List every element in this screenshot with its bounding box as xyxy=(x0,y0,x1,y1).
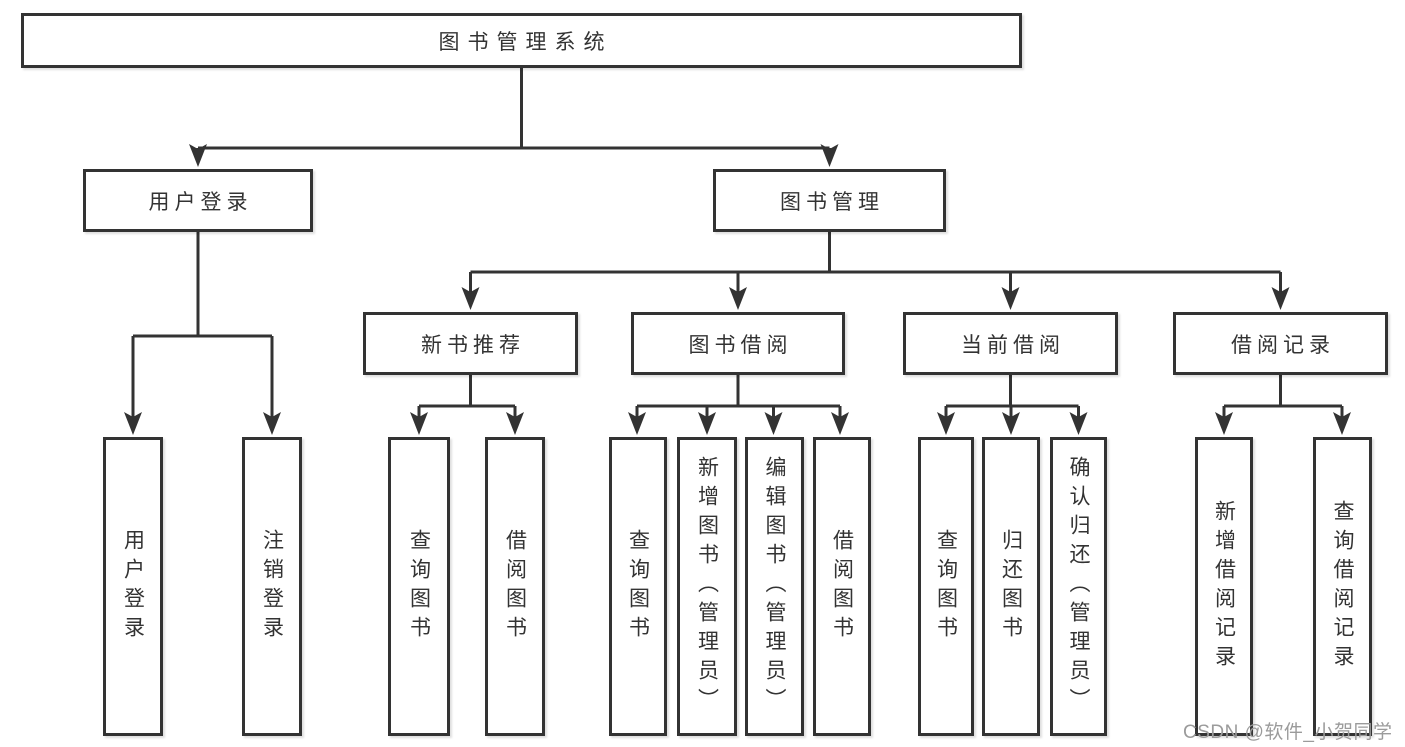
node-borrow-record: 借阅记录 xyxy=(1173,312,1388,375)
node-book-borrow: 图书借阅 xyxy=(631,312,845,375)
arrow-head-icon xyxy=(937,412,955,435)
leaf-borrow-borrow-book: 借阅图书 xyxy=(813,437,871,736)
leaf-label: 归还图书 xyxy=(999,528,1023,645)
arrow-head-icon xyxy=(628,412,646,435)
arrow-head-icon xyxy=(189,144,207,167)
arrow-head-icon xyxy=(263,412,281,435)
leaf-label: 编辑图书（管理员） xyxy=(763,456,786,717)
leaf-recommend-query-book: 查询图书 xyxy=(388,437,450,736)
arrow-head-icon xyxy=(1333,412,1351,435)
leaf-current-query-book: 查询图书 xyxy=(918,437,974,736)
arrow-head-icon xyxy=(124,412,142,435)
leaf-label: 注销登录 xyxy=(260,528,284,645)
leaf-borrow-add-book-admin: 新增图书（管理员） xyxy=(677,437,737,736)
arrow-head-icon xyxy=(1001,287,1020,310)
node-new-book-recommend: 新书推荐 xyxy=(363,312,578,375)
node-current-borrow: 当前借阅 xyxy=(903,312,1118,375)
csdn-watermark: CSDN @软件_小贺同学 xyxy=(1183,722,1393,743)
leaf-recommend-borrow-book: 借阅图书 xyxy=(485,437,545,736)
arrow-head-icon xyxy=(1215,412,1233,435)
leaf-record-query-borrow-record: 查询借阅记录 xyxy=(1313,437,1372,736)
leaf-label: 确认归还（管理员） xyxy=(1067,456,1090,717)
leaf-label: 新增图书（管理员） xyxy=(695,456,719,717)
arrow-head-icon xyxy=(764,412,783,435)
leaf-label: 查询图书 xyxy=(407,528,431,645)
arrow-head-icon xyxy=(1069,412,1088,435)
node-library-system: 图书管理系统 xyxy=(21,13,1022,68)
arrow-head-icon xyxy=(820,144,839,167)
leaf-current-return-book: 归还图书 xyxy=(982,437,1040,736)
leaf-label: 查询图书 xyxy=(934,528,958,645)
arrow-head-icon xyxy=(410,412,428,435)
arrow-head-icon xyxy=(831,412,849,435)
arrow-head-icon xyxy=(461,287,480,310)
leaf-label: 借阅图书 xyxy=(830,528,854,645)
arrow-head-icon xyxy=(698,412,716,435)
leaf-borrow-query-book: 查询图书 xyxy=(609,437,667,736)
leaf-current-confirm-return-admin: 确认归还（管理员） xyxy=(1050,437,1107,736)
leaf-label: 查询图书 xyxy=(626,528,650,645)
leaf-logout: 注销登录 xyxy=(242,437,302,736)
leaf-label: 新增借阅记录 xyxy=(1212,499,1236,674)
arrow-head-icon xyxy=(506,412,524,435)
node-book-management: 图书管理 xyxy=(713,169,946,232)
leaf-user-login: 用户登录 xyxy=(103,437,163,736)
node-user-login-branch: 用户登录 xyxy=(83,169,313,232)
leaf-label: 用户登录 xyxy=(121,528,145,645)
leaf-label: 查询借阅记录 xyxy=(1331,499,1354,674)
arrow-head-icon xyxy=(729,287,747,310)
leaf-borrow-edit-book-admin: 编辑图书（管理员） xyxy=(745,437,804,736)
leaf-record-add-borrow-record: 新增借阅记录 xyxy=(1195,437,1253,736)
arrow-head-icon xyxy=(1002,412,1020,435)
arrow-head-icon xyxy=(1271,287,1290,310)
leaf-label: 借阅图书 xyxy=(503,528,527,645)
